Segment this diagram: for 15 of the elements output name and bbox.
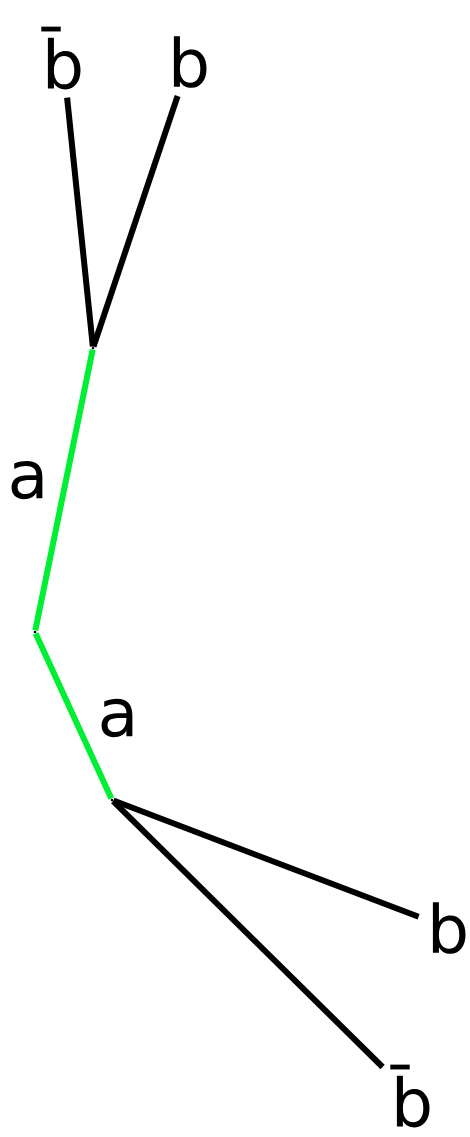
particle-label: b [173,36,207,88]
propagator-line [32,632,115,800]
vertex-point [91,346,95,350]
propagator-line [112,797,420,920]
edge-label: a [11,460,43,500]
particle-label: b̄ [390,1064,430,1128]
propagator-line [64,97,96,347]
edge-label: a [101,698,133,738]
particle-label: b [432,902,466,954]
vertex-point [33,630,37,634]
propagator-line [32,348,96,632]
vertex-point [110,798,114,802]
propagator-line [111,799,385,1070]
particle-label: b̄ [41,26,81,90]
propagator-line [90,95,181,348]
